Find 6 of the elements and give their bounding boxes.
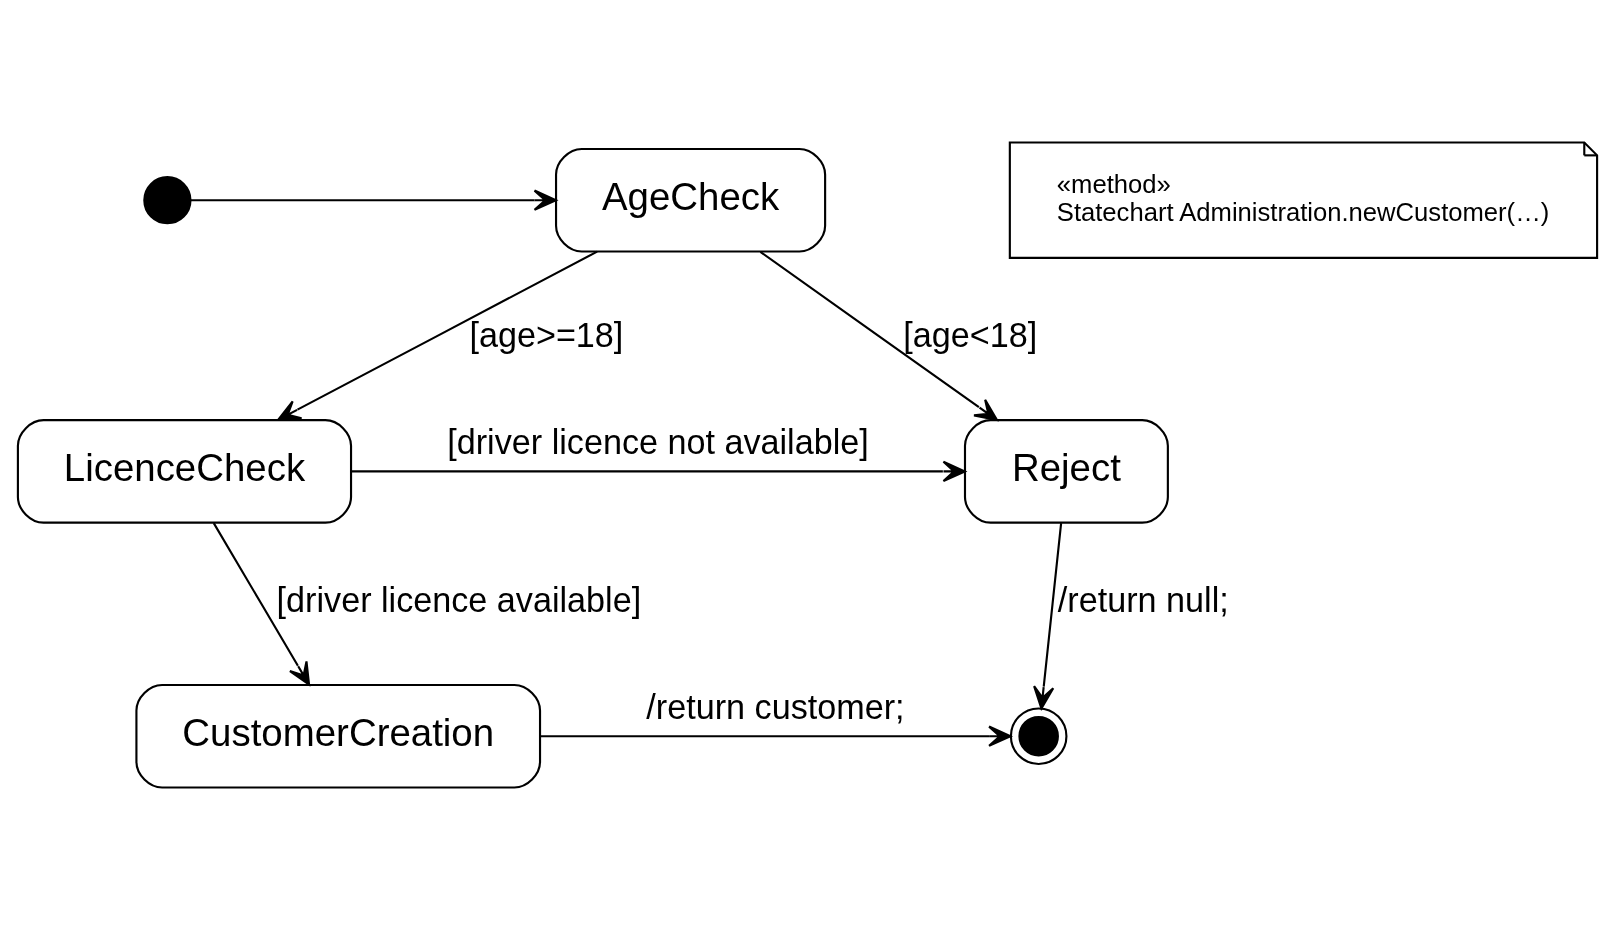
edge-label: [age>=18] (469, 315, 623, 354)
edge-label: [age<18] (902, 315, 1037, 354)
edge-label: [driver licence not available] (446, 422, 869, 461)
edge-label: [driver licence available] (276, 580, 641, 619)
edge-label: /return null; (1057, 580, 1229, 619)
edge-label: /return customer; (645, 687, 905, 726)
